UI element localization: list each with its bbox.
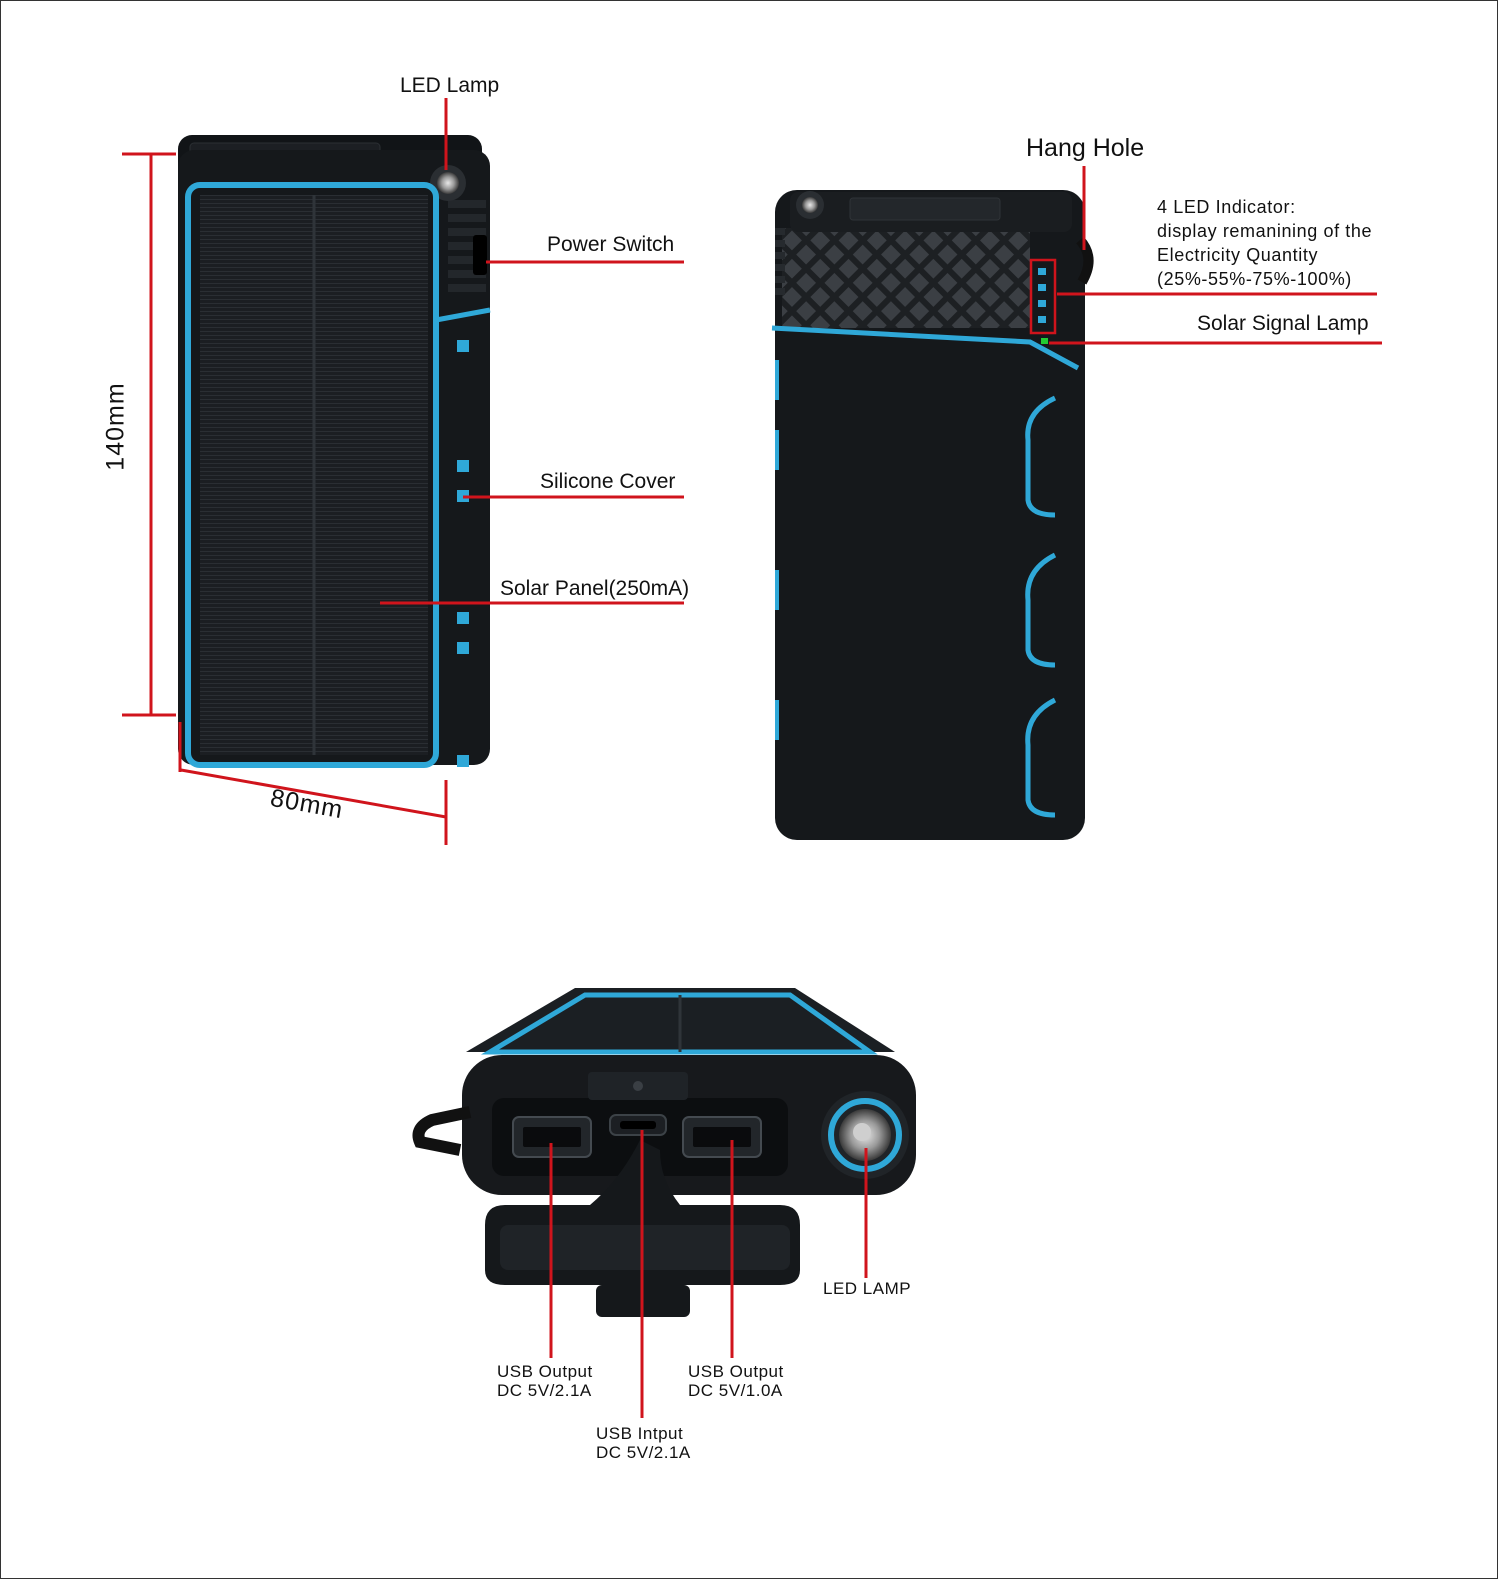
label-power-switch: Power Switch — [547, 233, 675, 256]
front-side-slots — [457, 340, 469, 767]
label-solar-signal-lamp: Solar Signal Lamp — [1197, 312, 1369, 335]
led-indicator-line-2: display remanining of the — [1157, 221, 1373, 241]
label-led-indicator: 4 LED Indicator: display remanining of t… — [1157, 195, 1372, 291]
usb-output-1-line-2: DC 5V/2.1A — [497, 1381, 592, 1400]
bottom-leader-lines — [549, 1130, 868, 1418]
solar-signal-led — [1041, 338, 1048, 344]
led-indicator-line-3: Electricity Quantity — [1157, 245, 1319, 265]
bottom-device — [412, 988, 916, 1317]
usb-input-line-1: USB Intput — [596, 1424, 684, 1443]
back-leader-lines — [1049, 166, 1382, 345]
hang-hole-shape — [1076, 236, 1094, 285]
usb-output-1-line-1: USB Output — [497, 1362, 593, 1381]
led-indicator-line-4: (25%-55%-75%-100%) — [1157, 269, 1352, 289]
label-hang-hole: Hang Hole — [1026, 134, 1145, 162]
label-led-lamp: LED Lamp — [400, 74, 500, 97]
label-usb-input: USB Intput DC 5V/2.1A — [596, 1424, 691, 1462]
battery-led-indicators — [1038, 268, 1048, 344]
front-device — [178, 135, 491, 768]
back-device — [771, 190, 1094, 840]
back-right-accents — [1025, 395, 1057, 818]
bottom-hang-loop — [412, 1106, 472, 1156]
usb-output-2-line-2: DC 5V/1.0A — [688, 1381, 783, 1400]
back-blue-divider — [771, 325, 1080, 371]
front-leader-lines — [380, 98, 684, 605]
label-usb-output-1: USB Output DC 5V/2.1A — [497, 1362, 593, 1400]
dimension-height: 140mm — [101, 382, 130, 471]
front-led-lens — [437, 172, 459, 194]
label-bottom-led-lamp: LED LAMP — [823, 1279, 912, 1298]
usb-output-2-line-1: USB Output — [688, 1362, 784, 1381]
front-right-grip — [448, 200, 486, 292]
usb-input-line-2: DC 5V/2.1A — [596, 1443, 691, 1462]
led-indicator-line-1: 4 LED Indicator: — [1157, 197, 1296, 217]
back-diamond-texture — [782, 228, 1030, 328]
label-silicone-cover: Silicone Cover — [540, 470, 676, 493]
front-blue-frame — [185, 182, 439, 768]
front-dimension-lines — [122, 152, 448, 845]
back-body — [775, 190, 1085, 840]
label-usb-output-2: USB Output DC 5V/1.0A — [688, 1362, 784, 1400]
label-solar-panel: Solar Panel(250mA) — [500, 577, 690, 600]
power-switch-shape — [473, 235, 487, 275]
